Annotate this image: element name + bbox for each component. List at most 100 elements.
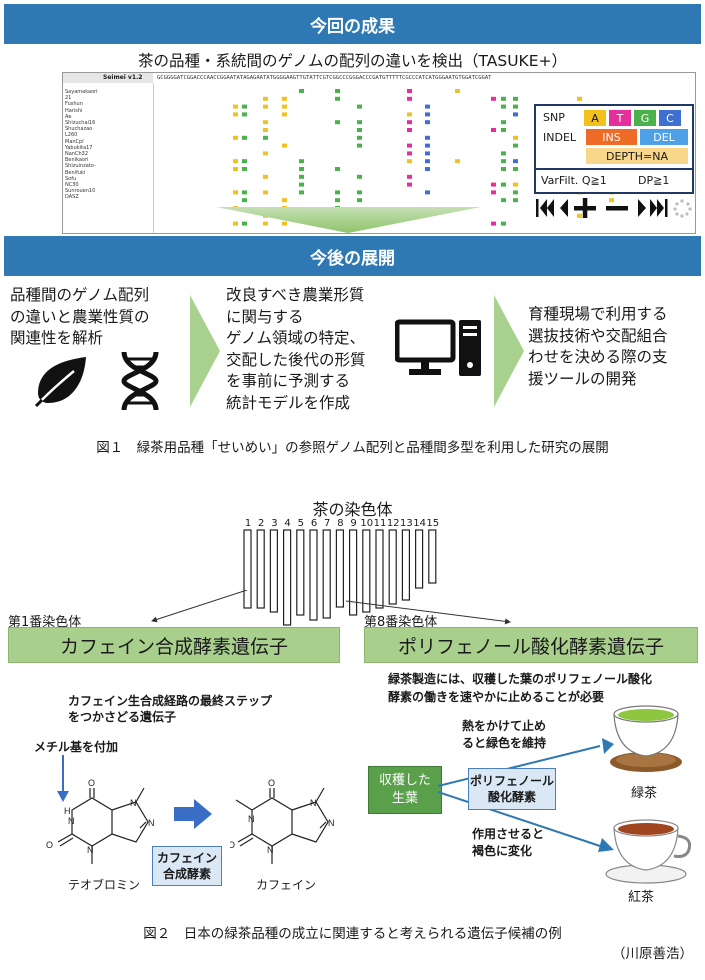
snp-mark (425, 190, 430, 195)
variety-name: ManCpl (65, 138, 84, 145)
prev-icon[interactable] (560, 199, 568, 217)
legend-base-t: T (609, 110, 631, 126)
zoom-in-icon[interactable] (574, 198, 596, 218)
snp-mark (513, 190, 518, 195)
chromosome-4 (282, 529, 292, 626)
variety-name: Ae (65, 113, 72, 120)
snp-mark (242, 159, 247, 164)
chromosome-8 (335, 529, 345, 608)
chromosome-number: 12 (386, 518, 400, 529)
snp-mark (233, 221, 238, 226)
chromosome-12 (388, 529, 397, 605)
chromosome-11 (375, 529, 384, 609)
browser-nav (536, 198, 692, 218)
step-line: ゲノム領域の特定、 (226, 329, 366, 347)
snp-mark (491, 190, 496, 195)
zoom-out-icon[interactable] (606, 206, 628, 211)
legend-filter-q: VarFilt. Q≧1 (541, 174, 607, 187)
step-line: 育種現場で利用する (528, 305, 668, 323)
snp-mark (513, 135, 518, 140)
svg-text:N: N (130, 798, 137, 808)
chromosome-number: 14 (413, 518, 426, 529)
chromosome-number: 2 (258, 518, 265, 529)
snp-mark (242, 135, 247, 140)
step-analysis: 品種間のゲノム配列の違いと農業性質の関連性を解析 (10, 285, 190, 350)
snp-mark (491, 221, 496, 226)
snp-mark (513, 112, 518, 117)
svg-text:H: H (64, 806, 71, 816)
legend-base-g: G (634, 110, 656, 126)
skip-forward-icon[interactable] (650, 199, 668, 217)
chromosome-3 (269, 529, 278, 613)
chromosome-number: 15 (426, 518, 440, 529)
chromosome-15 (428, 529, 437, 584)
svg-text:N: N (267, 845, 274, 855)
skip-back-icon[interactable] (536, 199, 554, 217)
snp-mark (407, 182, 412, 187)
green-tea-cup-icon (610, 705, 682, 772)
chromosome-number: 9 (350, 518, 357, 529)
legend-divider (536, 168, 692, 170)
svg-text:N: N (87, 845, 94, 855)
methyl-label: メチル基を付加 (34, 740, 119, 754)
snp-mark (501, 198, 506, 203)
snp-mark (357, 198, 362, 203)
snp-mark (299, 159, 304, 164)
legend-depth: DEPTH=NA (586, 148, 688, 164)
figure2-caption: 図２ 日本の緑茶品種の成立に関連すると考えられる遺伝子候補の例 (143, 926, 562, 942)
loading-icon (673, 199, 692, 218)
heat-note-line: 熱をかけて止め (462, 719, 547, 733)
legend-base-a: A (584, 110, 606, 126)
legend-depth-text: DEPTH=NA (605, 149, 668, 163)
chromosome8-label: 第8番染色体 (364, 615, 438, 630)
step-line: 選抜技術や交配組合 (528, 326, 668, 345)
chromosome-number: 4 (284, 518, 291, 529)
leaf-icon (34, 357, 86, 407)
snp-mark (513, 198, 518, 203)
snp-mark (425, 112, 430, 117)
step-line: の違いと農業性質の (10, 307, 150, 326)
svg-text:N: N (68, 816, 75, 826)
snp-mark (233, 159, 238, 164)
chromosome-2 (256, 529, 265, 609)
variety-name: Shuchazao (65, 126, 93, 133)
snp-mark (425, 159, 430, 164)
variety-name: NanCh32 (65, 151, 88, 158)
snp-mark (425, 120, 430, 125)
snp-mark (357, 190, 362, 195)
snp-mark (299, 89, 304, 93)
snp-mark (407, 89, 412, 93)
next-icon[interactable] (638, 199, 646, 217)
snp-mark (513, 104, 518, 109)
snp-mark (335, 167, 340, 171)
snp-mark (501, 104, 506, 109)
chromosome-number: 5 (297, 518, 304, 529)
caffeine-structure: OO N N NN (230, 778, 335, 864)
harvested-leaf-line: 収穫した (378, 773, 431, 788)
snp-mark (577, 96, 582, 101)
snp-mark (282, 104, 287, 109)
chromosome-10 (362, 529, 371, 613)
black-tea-label: 紅茶 (628, 890, 655, 905)
chromosome-7 (322, 529, 331, 619)
legend-indel-label: INDEL (543, 131, 577, 144)
snp-mark (233, 112, 238, 117)
snp-mark (335, 120, 340, 125)
snp-mark (513, 159, 518, 164)
result-banner: 今回の成果 (4, 4, 701, 44)
polyphenol-desc-line: 緑茶製造には、収穫した葉のポリフェノール酸化 (388, 672, 653, 686)
legend-filter-dp: DP≧1 (638, 174, 670, 187)
chromosome-9 (348, 529, 358, 616)
snp-mark (263, 221, 268, 226)
snp-mark (282, 143, 287, 148)
browser-title: Seimei v1.2 (103, 74, 143, 81)
snp-mark (501, 167, 506, 171)
caffeine-label: カフェイン (256, 878, 317, 892)
snp-mark (501, 120, 506, 125)
snp-mark (513, 182, 518, 187)
snp-mark (501, 182, 506, 187)
step-tool: 育種現場で利用する選抜技術や交配組合わせを決める際の支援ツールの開発 (528, 304, 703, 390)
